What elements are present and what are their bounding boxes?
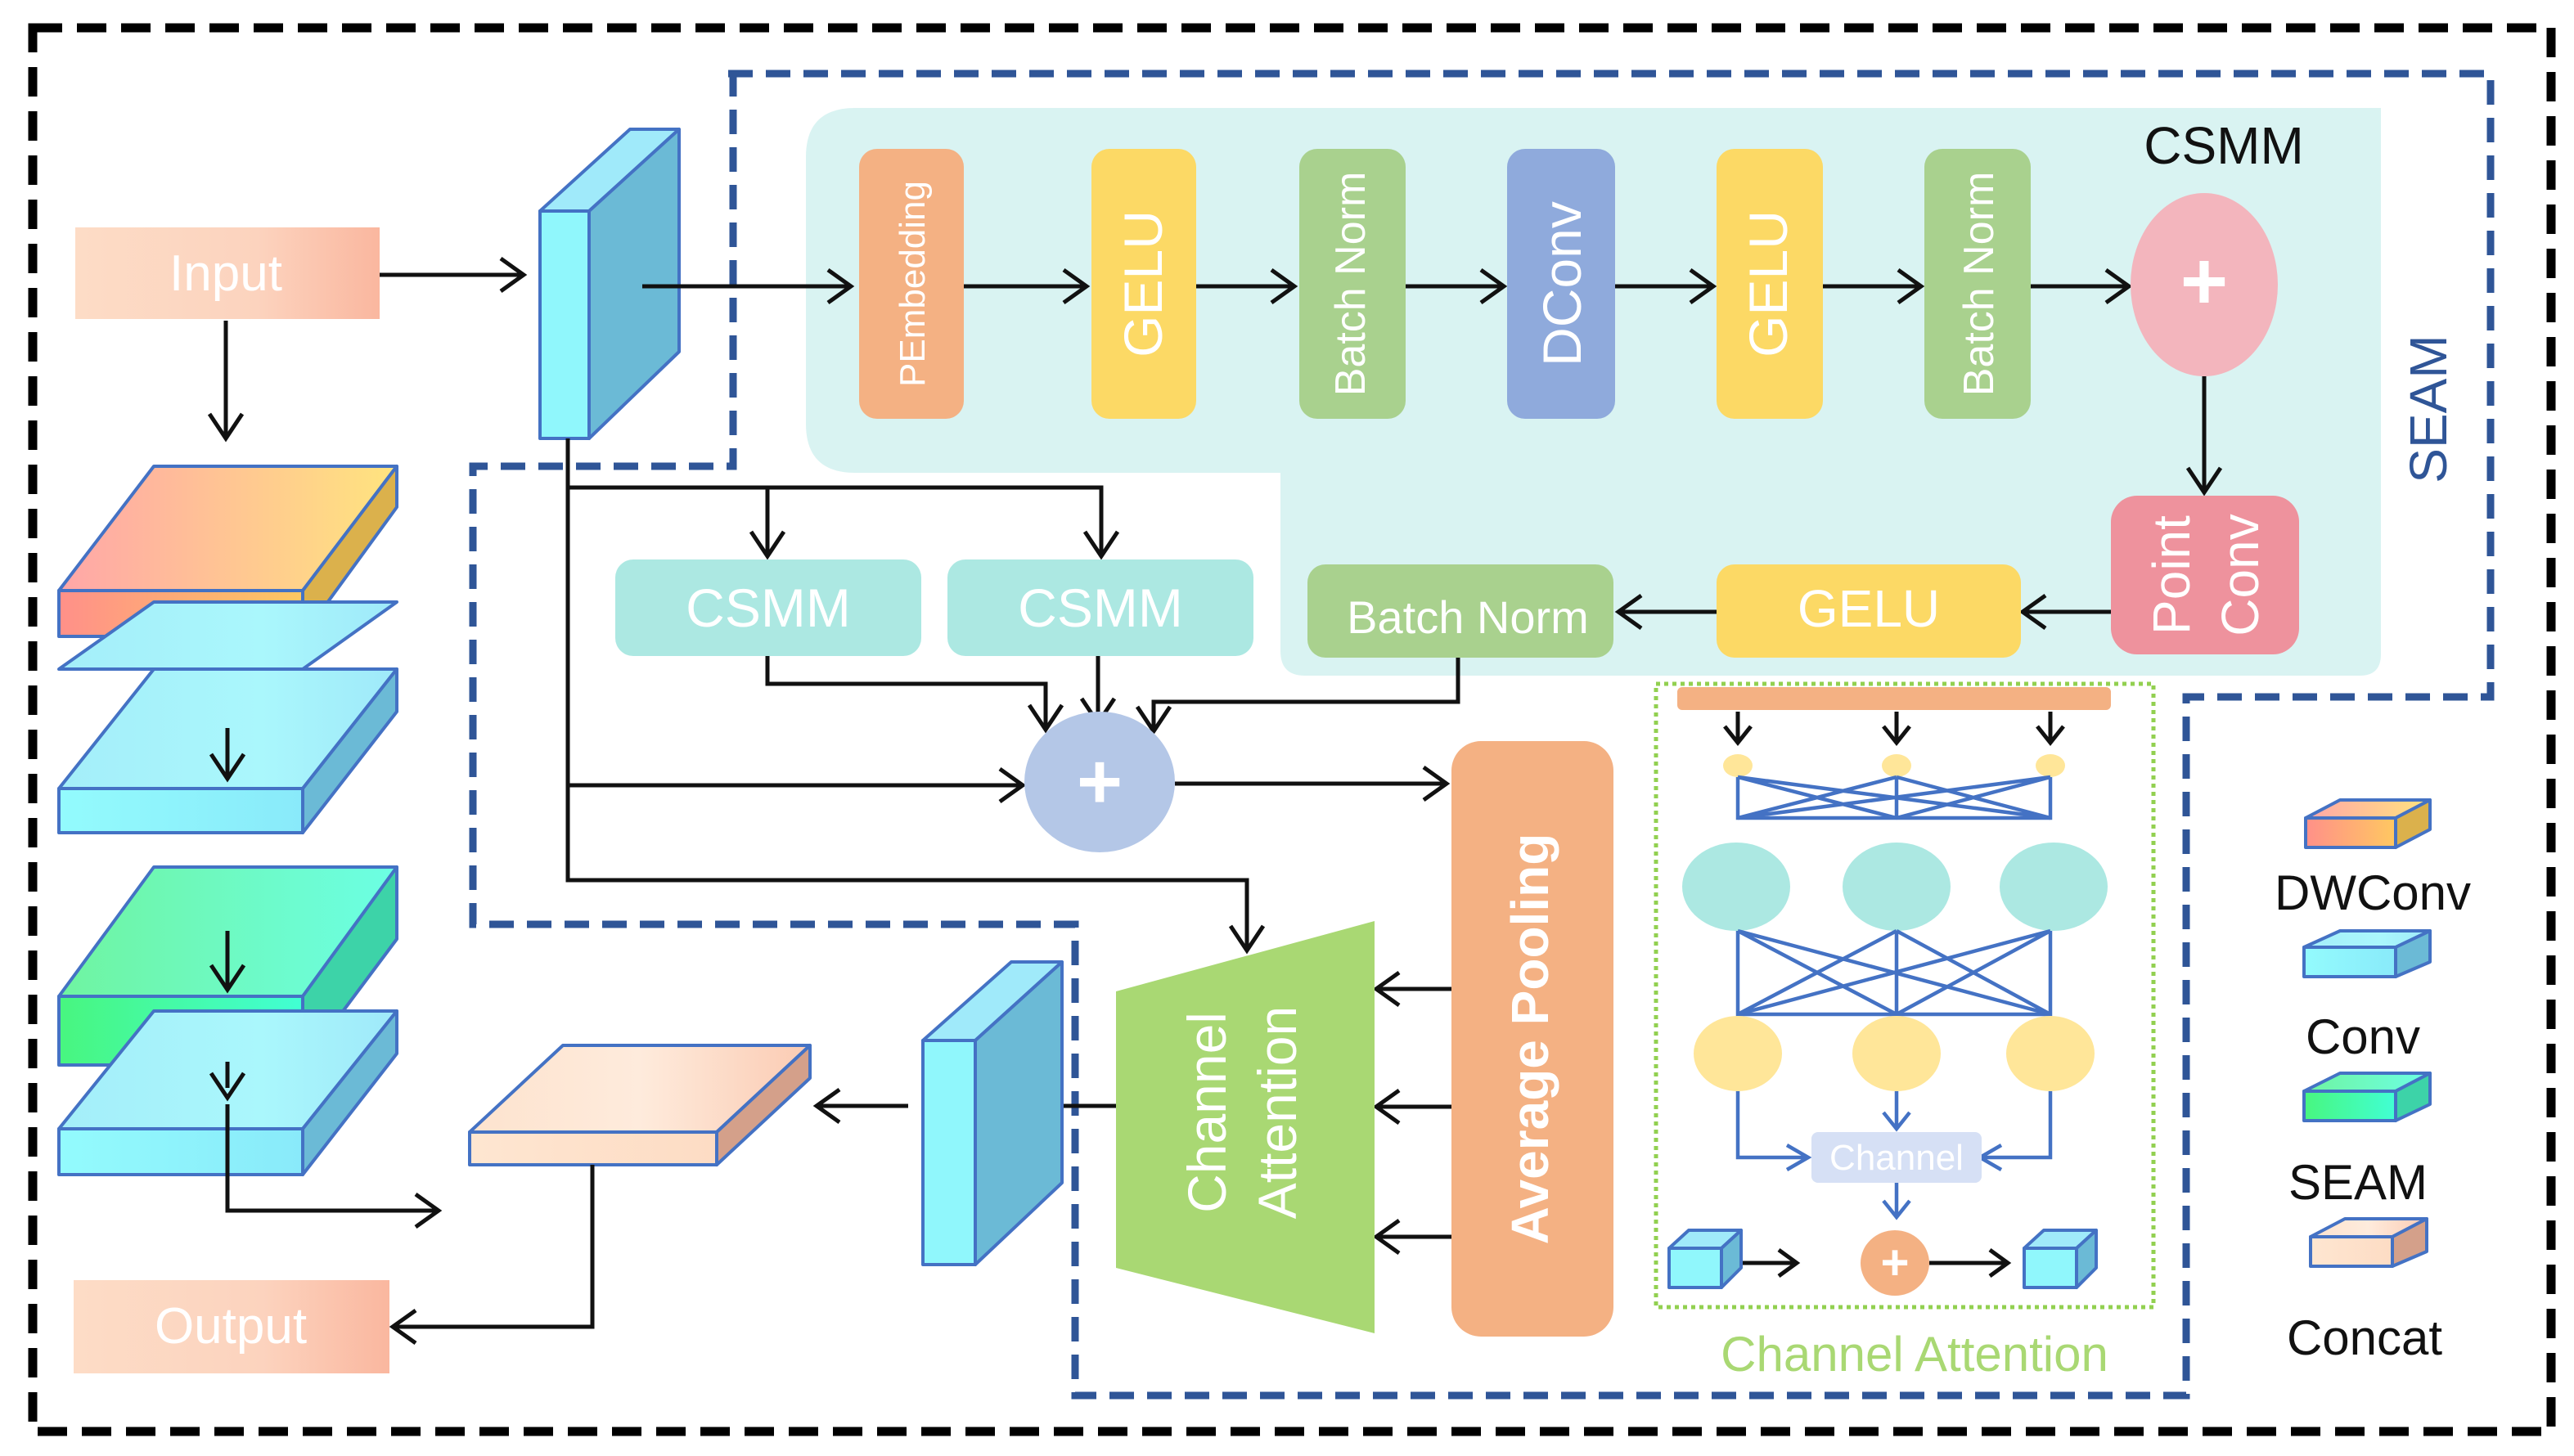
svg-text:PEmbedding: PEmbedding: [893, 181, 933, 387]
ca-output-node: [2006, 1016, 2095, 1091]
svg-text:+: +: [2180, 236, 2228, 327]
input-node: Input: [75, 227, 380, 319]
legend-seam-label: SEAM: [2288, 1155, 2428, 1210]
svg-text:Attention: Attention: [1247, 1006, 1307, 1220]
ca-channel-box: [1811, 1132, 1982, 1183]
ca-input-node: [1723, 754, 1753, 777]
ca-input-node: [2036, 754, 2065, 777]
ca-hidden-node: [2000, 843, 2108, 931]
channel-attention-detail: Channel +: [1654, 681, 2156, 1310]
ca-output-node: [1852, 1016, 1941, 1091]
conv-block-entry: [538, 128, 681, 440]
seam-label: SEAM: [2399, 335, 2458, 483]
ca-connections-1: [1735, 775, 2053, 820]
legend-conv-icon: [2302, 929, 2432, 978]
conv-slab-1-body: [57, 667, 398, 834]
svg-text:GELU: GELU: [1113, 210, 1173, 357]
svg-text:Conv: Conv: [2211, 514, 2270, 636]
svg-text:+: +: [1880, 1235, 1909, 1290]
svg-text:Channel: Channel: [1177, 1012, 1237, 1213]
csmm-step-gelu-1: GELU: [1091, 149, 1196, 419]
svg-text:+: +: [1077, 738, 1123, 825]
csmm-step-gelu-2: GELU: [1717, 149, 1823, 419]
sum-node: +: [1024, 712, 1175, 852]
return-batchnorm-block: Batch Norm: [1307, 564, 1613, 658]
svg-text:Average Pooling: Average Pooling: [1501, 834, 1559, 1245]
ca-conv-cube-in: [1667, 1229, 1743, 1289]
legend-concat-icon: [2309, 1217, 2428, 1268]
csmm-step-dconv: DConv: [1507, 149, 1615, 419]
point-conv-block: Point Conv: [2111, 496, 2299, 654]
legend: DWConv Conv SEAM Concat: [2275, 798, 2471, 1365]
dwconv-slab: [57, 465, 398, 638]
legend-concat-label: Concat: [2287, 1310, 2442, 1365]
seam-boundary: [469, 70, 2495, 1400]
csmm-step-batchnorm-2: Batch Norm: [1924, 149, 2031, 419]
ca-conv-cube-out: [2023, 1229, 2098, 1289]
ca-hidden-node: [1843, 843, 1951, 931]
svg-text:CSMM: CSMM: [1018, 577, 1183, 638]
svg-text:Batch Norm: Batch Norm: [1955, 172, 2003, 397]
svg-text:CSMM: CSMM: [686, 577, 851, 638]
svg-text:Point: Point: [2142, 515, 2201, 635]
output-node: Output: [74, 1280, 389, 1373]
ca-add-node: [1861, 1230, 1929, 1296]
output-label: Output: [155, 1298, 307, 1355]
concat-slab: [468, 1044, 812, 1166]
csmm-block-2: CSMM: [947, 559, 1253, 656]
return-gelu-block: GELU: [1717, 564, 2021, 658]
legend-seam-icon: [2302, 1072, 2432, 1122]
ca-connections-2: [1735, 928, 2053, 1017]
legend-dwconv-icon: [2304, 798, 2432, 849]
outer-frame: [28, 23, 2556, 1436]
csmm-panel-title: CSMM: [2144, 116, 2304, 175]
input-label: Input: [169, 245, 282, 302]
legend-conv-label: Conv: [2306, 1009, 2420, 1064]
channel-attention-title: Channel Attention: [1721, 1327, 2108, 1382]
svg-text:Batch Norm: Batch Norm: [1347, 591, 1589, 643]
legend-dwconv-label: DWConv: [2275, 865, 2471, 920]
channel-attention-block: Channel Attention: [1116, 921, 1375, 1333]
ca-input-node: [1882, 754, 1911, 777]
svg-text:GELU: GELU: [1738, 210, 1798, 357]
csmm-step-batchnorm-1: Batch Norm: [1299, 149, 1406, 419]
ca-hidden-node: [1682, 843, 1790, 931]
csmm-add-node: +: [2131, 193, 2278, 376]
average-pooling-block: Average Pooling: [1451, 741, 1613, 1337]
ca-channel-label: Channel: [1829, 1138, 1964, 1178]
svg-text:GELU: GELU: [1798, 579, 1940, 638]
svg-text:DConv: DConv: [1532, 201, 1592, 366]
csmm-step-pembedding: PEmbedding: [859, 149, 964, 419]
csmm-block-1: CSMM: [615, 559, 921, 656]
ca-output-node: [1694, 1016, 1782, 1091]
svg-text:Batch Norm: Batch Norm: [1327, 172, 1375, 397]
conv-block-exit: [921, 960, 1064, 1266]
